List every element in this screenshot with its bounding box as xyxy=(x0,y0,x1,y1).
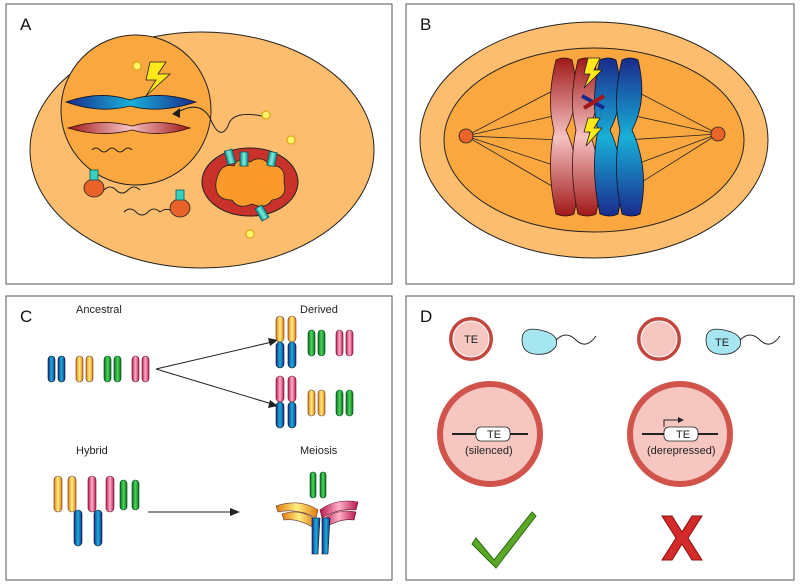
panel-b: B xyxy=(405,3,795,285)
derived-karyotype-2 xyxy=(275,375,354,429)
label-ancestral: Ancestral xyxy=(76,304,122,316)
ancestral-karyotype xyxy=(47,355,150,383)
egg-cell xyxy=(637,317,681,361)
sperm-tail xyxy=(739,334,781,345)
mitochondrion-cristae xyxy=(215,158,286,207)
nucleus xyxy=(60,34,212,186)
derived-karyotype-1 xyxy=(275,315,354,369)
arrow-derived-1 xyxy=(155,341,273,370)
chromosome-blue xyxy=(64,95,198,110)
silenced-label: (silenced) xyxy=(465,445,513,457)
arrowhead xyxy=(172,108,180,118)
arrowhead xyxy=(268,338,278,346)
ros-path-arrow xyxy=(177,106,263,133)
lightning-icon xyxy=(145,61,172,97)
egg-te-label: TE xyxy=(464,334,478,346)
panel-c-frame xyxy=(5,295,393,581)
cross-icon xyxy=(661,515,703,561)
panel-a-letter: A xyxy=(20,15,32,34)
ribosome xyxy=(123,189,191,218)
sperm-cell xyxy=(705,328,742,355)
panel-a: A xyxy=(5,3,393,285)
transporter-icon xyxy=(223,148,278,222)
sperm-tail xyxy=(555,334,597,345)
meiosis-configuration xyxy=(275,471,359,555)
sperm-cell xyxy=(521,328,558,355)
te-element xyxy=(475,426,511,442)
arrow-derived-2 xyxy=(155,368,273,405)
panel-c-letter: C xyxy=(20,307,32,326)
zygote-te-label: TE xyxy=(676,429,690,441)
sperm-te-label: TE xyxy=(715,337,729,349)
checkmark-icon xyxy=(471,511,537,569)
lightning-icon xyxy=(583,117,603,147)
chromosome-red xyxy=(66,122,192,134)
label-meiosis: Meiosis xyxy=(300,445,338,457)
panel-d-letter: D xyxy=(420,307,432,326)
panel-d: D TE TE TE (silenced) TE (derepressed) xyxy=(405,295,795,581)
chromosome-red-1 xyxy=(550,57,578,217)
crossover-red xyxy=(582,94,606,110)
arrowhead xyxy=(268,400,278,408)
arrowhead xyxy=(678,417,684,423)
lightning-icon xyxy=(583,57,603,89)
transcription-arrow-icon xyxy=(663,419,680,427)
centrosome-left xyxy=(458,128,474,144)
panel-c: C Ancestral Derived Hybrid Meiosis xyxy=(5,295,393,581)
ribosome xyxy=(83,169,141,198)
te-element xyxy=(663,426,699,442)
label-derived: Derived xyxy=(300,304,338,316)
centrosome-right xyxy=(710,126,726,142)
label-hybrid: Hybrid xyxy=(76,445,108,457)
arrowhead xyxy=(230,508,240,516)
panel-b-letter: B xyxy=(420,15,431,34)
nuclear-region xyxy=(443,47,745,233)
hybrid-karyotype xyxy=(53,475,140,547)
derepressed-label: (derepressed) xyxy=(647,445,715,457)
chromosome-blue-2 xyxy=(616,57,644,217)
zygote-te-label: TE xyxy=(487,429,501,441)
egg-cell xyxy=(449,317,493,361)
rna-fragment xyxy=(91,147,133,153)
